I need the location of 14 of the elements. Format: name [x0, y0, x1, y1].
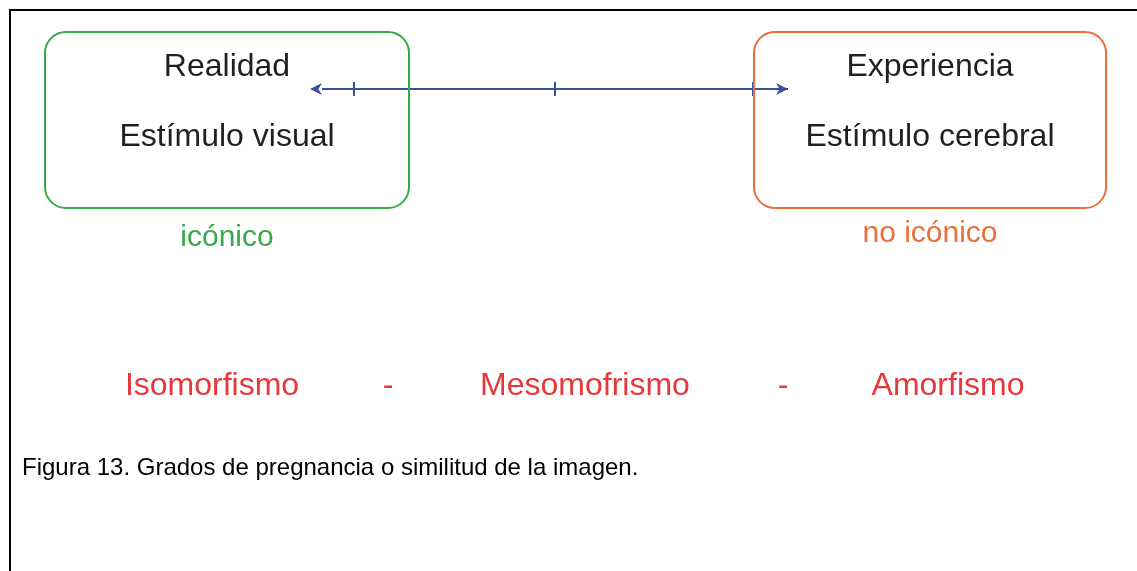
box-heading: Experiencia — [845, 46, 1015, 85]
separator-dash: - — [777, 365, 789, 404]
box-caption: no icónico — [861, 214, 999, 250]
concept-label: Isomorfismo — [124, 365, 300, 404]
separator-dash: - — [382, 365, 394, 404]
concept-label: Amorfismo — [871, 365, 1025, 404]
box-text: Estímulo visual — [118, 116, 336, 155]
rounded-box — [44, 31, 410, 209]
box-heading: Realidad — [162, 46, 292, 85]
rounded-box — [753, 31, 1107, 209]
figure-caption: Figura 13. Grados de pregnancia o similitud de la imagen. — [22, 452, 639, 482]
box-caption: icónico — [179, 218, 275, 254]
box-text: Estímulo cerebral — [804, 116, 1056, 155]
concept-label: Mesomofrismo — [480, 365, 690, 404]
